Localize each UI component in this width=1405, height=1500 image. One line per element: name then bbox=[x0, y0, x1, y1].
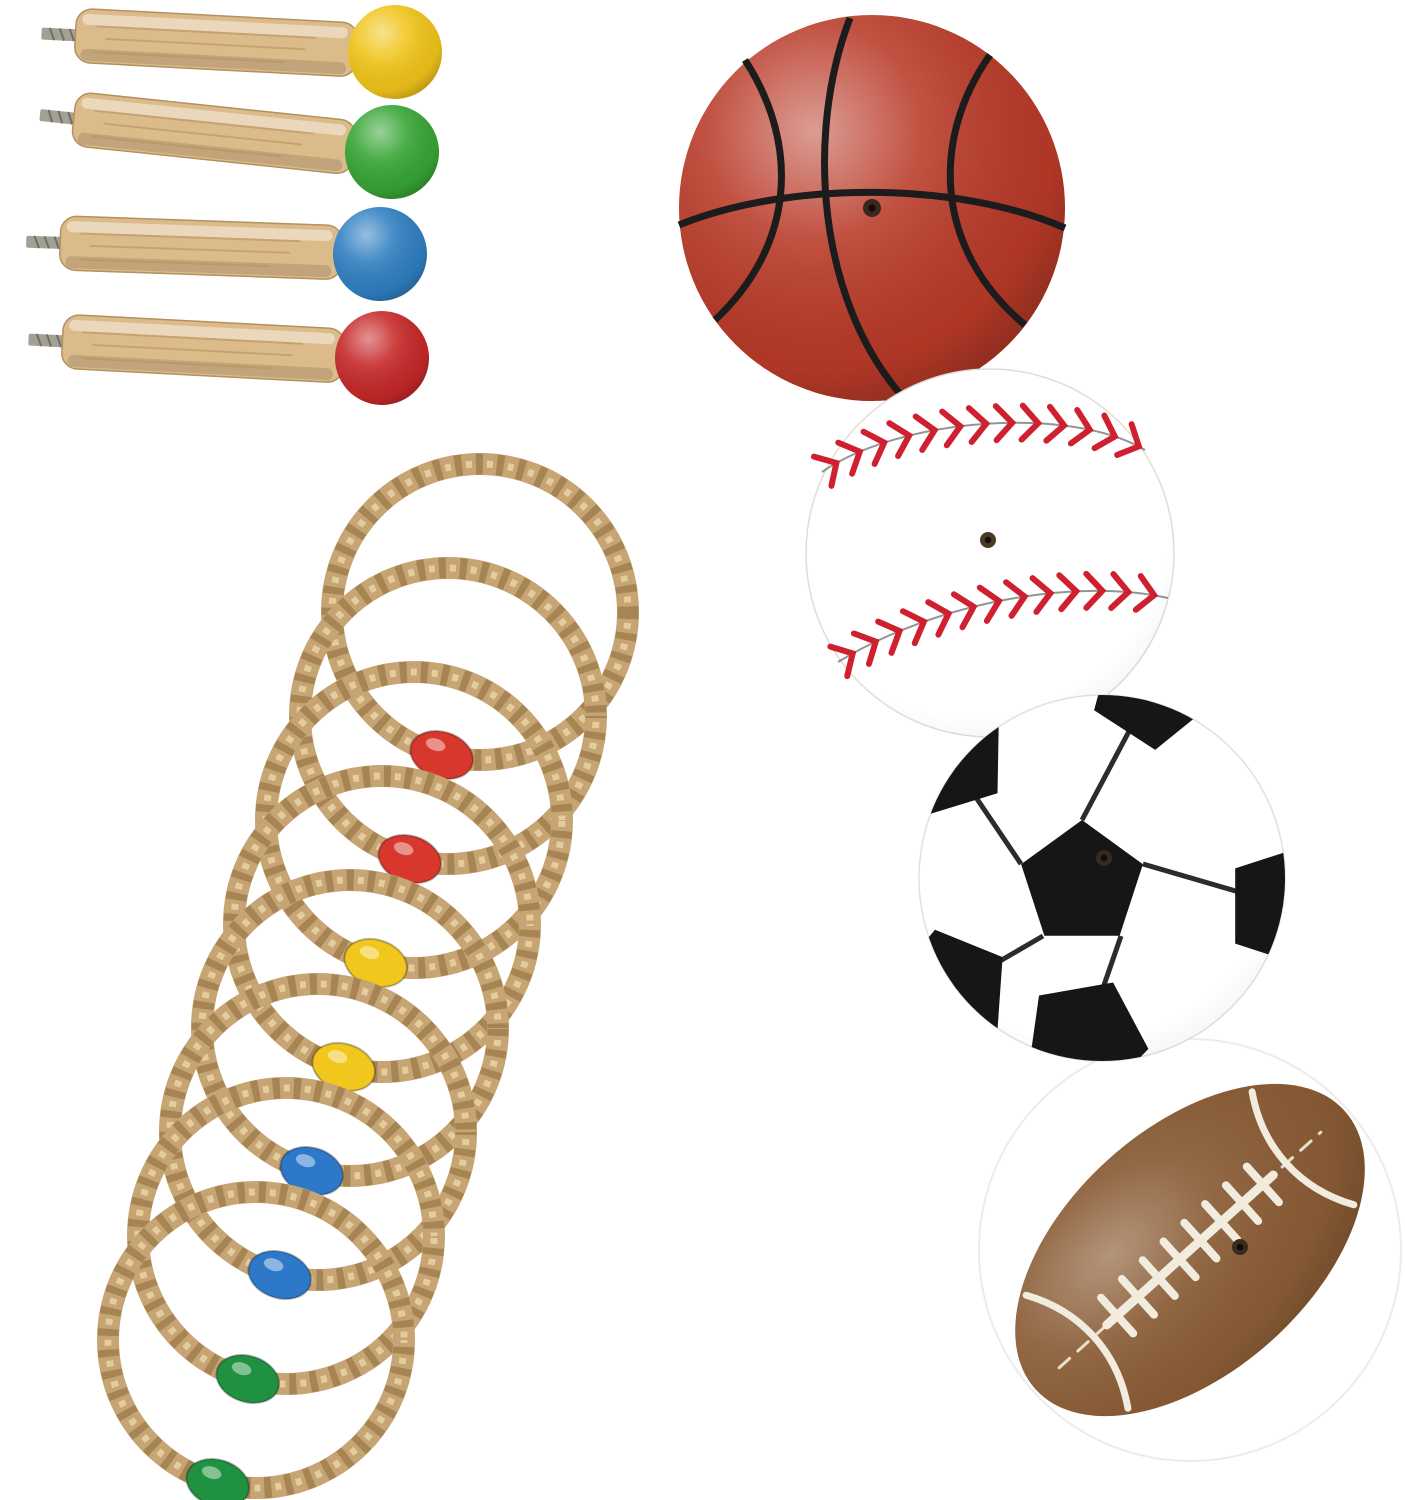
baseball-stitch bbox=[1067, 407, 1094, 447]
basketball-seam-horizontal bbox=[677, 188, 1067, 232]
wooden-pegs-group bbox=[24, 5, 442, 405]
peg-ball-shine bbox=[348, 5, 442, 99]
baseball-stitch bbox=[1056, 572, 1081, 613]
ring-bead bbox=[279, 1145, 344, 1197]
peg-ball-shine bbox=[335, 311, 429, 405]
rope-ring-highlight bbox=[328, 460, 632, 764]
football-end-band-left bbox=[1022, 1291, 1132, 1412]
basketball-disc bbox=[677, 15, 1067, 401]
baseball-stitch bbox=[1132, 573, 1159, 613]
rope-ring-highlight bbox=[104, 1188, 408, 1492]
ring-8 bbox=[97, 1181, 415, 1500]
baseball-stitch bbox=[899, 608, 928, 647]
ring-bead bbox=[377, 833, 442, 885]
soccer-pentagon-patch bbox=[1021, 820, 1143, 936]
soccer-pentagon-patch bbox=[1235, 845, 1285, 967]
ring-bead-shine bbox=[295, 1154, 316, 1168]
baseball-stitch bbox=[850, 630, 880, 667]
ring-bead-shine bbox=[393, 842, 414, 856]
baseball-stitch bbox=[1003, 579, 1029, 619]
baseball-stitch bbox=[810, 453, 840, 489]
basketball-seams bbox=[677, 16, 1067, 399]
baseball-seams bbox=[810, 402, 1169, 680]
football-mount-screw bbox=[1236, 1243, 1244, 1251]
football-cross-laces bbox=[1097, 1162, 1283, 1338]
soccer-ball-disc bbox=[918, 694, 1286, 1062]
baseball-stitch bbox=[925, 599, 953, 638]
baseball-stitch bbox=[976, 584, 1003, 624]
basketball-mount-screw bbox=[868, 204, 876, 212]
ring-bead-shine bbox=[201, 1466, 222, 1480]
football-shape bbox=[1015, 1083, 1365, 1417]
rope-ring-highlight bbox=[230, 772, 534, 1076]
ring-bead bbox=[247, 1249, 312, 1301]
football-disc bbox=[978, 1038, 1402, 1462]
baseball-stitch bbox=[939, 408, 965, 449]
baseball-stitch bbox=[1114, 421, 1143, 458]
baseball-stitch bbox=[1018, 402, 1043, 443]
wooden-peg-red bbox=[26, 311, 429, 405]
wooden-peg-blue bbox=[24, 207, 427, 301]
ring-bead-shine bbox=[263, 1258, 284, 1272]
rope-rings-group bbox=[97, 453, 639, 1500]
baseball-stitch bbox=[965, 405, 991, 445]
baseball-stitch bbox=[1043, 403, 1069, 444]
baseball-stitch bbox=[886, 420, 914, 460]
rope-ring-twist bbox=[289, 557, 607, 875]
baseball-disc bbox=[805, 368, 1175, 738]
soccer-pentagon-patch bbox=[1028, 982, 1149, 1061]
baseball-stitch bbox=[860, 428, 889, 467]
baseball-stitch bbox=[1108, 571, 1133, 611]
ring-bead-body bbox=[185, 1457, 250, 1500]
ring-bead-shine bbox=[359, 946, 380, 960]
ring-bead-shine bbox=[231, 1362, 252, 1376]
wooden-peg-green bbox=[36, 87, 439, 199]
football-lace-bar bbox=[1102, 1170, 1278, 1330]
peg-ball-shine bbox=[345, 105, 439, 199]
ring-bead-body bbox=[247, 1249, 312, 1301]
baseball-stitch bbox=[1083, 570, 1107, 611]
soccer-pentagon-patch bbox=[1094, 695, 1212, 750]
baseball-mount-screw bbox=[984, 536, 992, 544]
peg-ball-shine bbox=[333, 207, 427, 301]
baseball-stitch bbox=[912, 413, 939, 453]
basketball-seam-vertical bbox=[821, 16, 905, 399]
basketball-seam-left-arc bbox=[712, 58, 785, 323]
baseball-stitch bbox=[835, 439, 864, 477]
ring-bead-shine bbox=[327, 1050, 348, 1064]
baseball-stitch bbox=[1029, 575, 1055, 615]
baseball-stitch bbox=[875, 618, 904, 656]
ring-bead-shine bbox=[425, 738, 446, 752]
ring-bead bbox=[185, 1457, 250, 1500]
baseball-shading bbox=[806, 369, 1174, 737]
soccer-mount-screw bbox=[1100, 854, 1108, 862]
wooden-peg-yellow bbox=[39, 5, 442, 99]
ring-bead bbox=[343, 937, 408, 989]
football-markings bbox=[1022, 1088, 1358, 1412]
baseball-stitch bbox=[992, 403, 1017, 444]
baseball-stitch bbox=[827, 643, 857, 680]
basketball-seam-right-arc bbox=[946, 52, 1028, 328]
ring-bead-body bbox=[215, 1353, 280, 1405]
baseball-stitch bbox=[950, 591, 978, 631]
rope-ring-twist bbox=[255, 661, 573, 979]
baseball-stitch bbox=[1091, 412, 1119, 452]
ring-bead bbox=[215, 1353, 280, 1405]
